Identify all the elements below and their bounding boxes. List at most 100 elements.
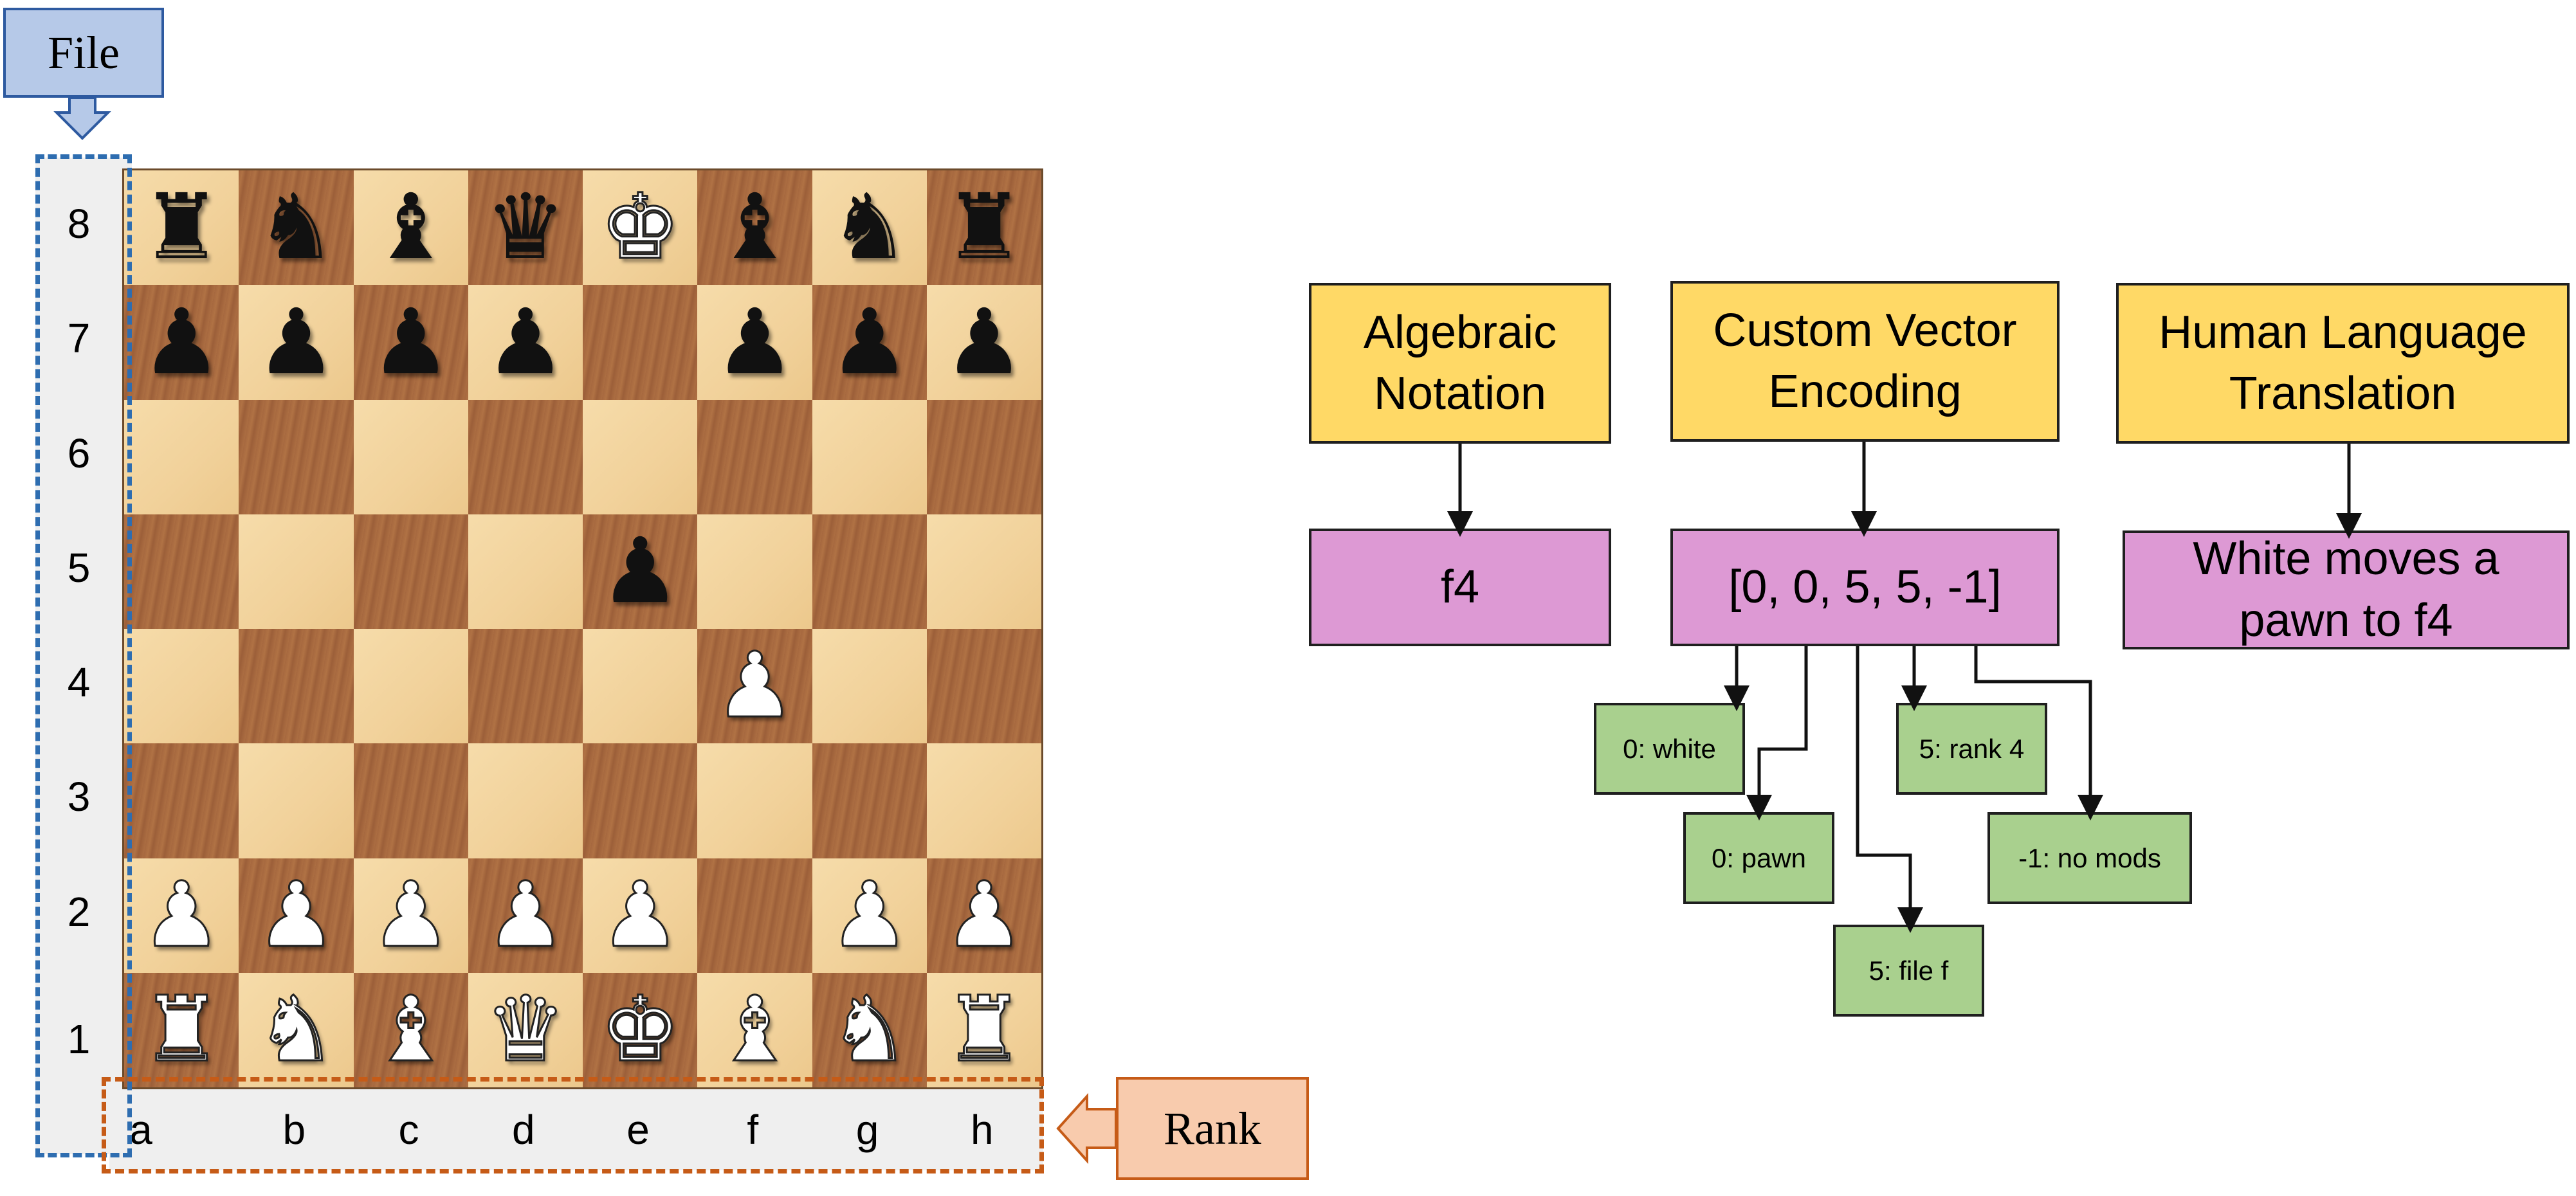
square-a8[interactable]: ♜ bbox=[124, 170, 239, 285]
white-pawn-piece[interactable]: ♟ bbox=[370, 862, 453, 968]
square-e2[interactable]: ♟ bbox=[583, 858, 698, 974]
file-label: h bbox=[970, 1107, 994, 1153]
square-d2[interactable]: ♟ bbox=[468, 858, 583, 974]
black-queen-piece[interactable]: ♛ bbox=[485, 175, 566, 280]
square-b4[interactable] bbox=[239, 629, 354, 744]
square-g8[interactable]: ♞ bbox=[812, 170, 927, 285]
square-a4[interactable] bbox=[124, 629, 239, 744]
white-rook-piece[interactable]: ♜ bbox=[140, 977, 223, 1083]
black-rook-piece[interactable]: ♜ bbox=[141, 175, 223, 280]
square-h8[interactable]: ♜ bbox=[926, 170, 1042, 285]
square-f5[interactable] bbox=[697, 514, 812, 630]
black-pawn-piece[interactable]: ♟ bbox=[714, 289, 796, 395]
white-knight-piece[interactable]: ♞ bbox=[828, 977, 911, 1083]
black-pawn-piece[interactable]: ♟ bbox=[829, 289, 910, 395]
algebraic-notation-value: f4 bbox=[1309, 529, 1611, 646]
square-b2[interactable]: ♟ bbox=[239, 858, 354, 974]
black-bishop-piece[interactable]: ♝ bbox=[714, 175, 796, 280]
white-knight-piece[interactable]: ♞ bbox=[255, 977, 338, 1083]
square-c6[interactable] bbox=[353, 399, 469, 515]
white-pawn-piece[interactable]: ♟ bbox=[943, 862, 1026, 968]
square-d8[interactable]: ♛ bbox=[468, 170, 583, 285]
black-pawn-piece[interactable]: ♟ bbox=[255, 289, 337, 395]
square-e7[interactable] bbox=[583, 285, 698, 400]
square-c1[interactable]: ♝ bbox=[353, 972, 469, 1088]
square-e8[interactable]: ♚ bbox=[583, 170, 698, 285]
square-a3[interactable] bbox=[124, 743, 239, 858]
square-h2[interactable]: ♟ bbox=[926, 858, 1042, 974]
square-b3[interactable] bbox=[239, 743, 354, 858]
white-queen-piece[interactable]: ♛ bbox=[484, 977, 567, 1083]
square-c4[interactable] bbox=[353, 629, 469, 744]
square-e3[interactable] bbox=[583, 743, 698, 858]
square-f4[interactable]: ♟ bbox=[697, 629, 812, 744]
black-bishop-piece[interactable]: ♝ bbox=[370, 175, 452, 280]
square-b8[interactable]: ♞ bbox=[239, 170, 354, 285]
white-bishop-piece[interactable]: ♝ bbox=[370, 977, 453, 1083]
square-g4[interactable] bbox=[812, 629, 927, 744]
black-pawn-piece[interactable]: ♟ bbox=[599, 519, 681, 624]
square-h7[interactable]: ♟ bbox=[926, 285, 1042, 400]
square-e1[interactable]: ♚ bbox=[583, 972, 698, 1088]
square-c5[interactable] bbox=[353, 514, 469, 630]
square-g7[interactable]: ♟ bbox=[812, 285, 927, 400]
black-rook-piece[interactable]: ♜ bbox=[944, 175, 1025, 280]
white-pawn-piece[interactable]: ♟ bbox=[599, 862, 682, 968]
square-g1[interactable]: ♞ bbox=[812, 972, 927, 1088]
black-knight-piece[interactable]: ♞ bbox=[255, 175, 337, 280]
human-header-line-2: Translation bbox=[2229, 368, 2457, 419]
square-f3[interactable] bbox=[697, 743, 812, 858]
square-h1[interactable]: ♜ bbox=[926, 972, 1042, 1088]
square-e5[interactable]: ♟ bbox=[583, 514, 698, 630]
square-f8[interactable]: ♝ bbox=[697, 170, 812, 285]
square-e4[interactable] bbox=[583, 629, 698, 744]
black-pawn-piece[interactable]: ♟ bbox=[485, 289, 566, 395]
square-d3[interactable] bbox=[468, 743, 583, 858]
square-a5[interactable] bbox=[124, 514, 239, 630]
square-a2[interactable]: ♟ bbox=[124, 858, 239, 974]
square-d5[interactable] bbox=[468, 514, 583, 630]
white-pawn-piece[interactable]: ♟ bbox=[484, 862, 567, 968]
black-pawn-piece[interactable]: ♟ bbox=[944, 289, 1025, 395]
white-rook-piece[interactable]: ♜ bbox=[943, 977, 1026, 1083]
square-e6[interactable] bbox=[583, 399, 698, 515]
white-king-piece[interactable]: ♚ bbox=[599, 175, 682, 280]
square-b6[interactable] bbox=[239, 399, 354, 515]
square-c3[interactable] bbox=[353, 743, 469, 858]
black-knight-piece[interactable]: ♞ bbox=[829, 175, 910, 280]
square-d7[interactable]: ♟ bbox=[468, 285, 583, 400]
square-f6[interactable] bbox=[697, 399, 812, 515]
square-c2[interactable]: ♟ bbox=[353, 858, 469, 974]
square-f7[interactable]: ♟ bbox=[697, 285, 812, 400]
square-a7[interactable]: ♟ bbox=[124, 285, 239, 400]
square-f1[interactable]: ♝ bbox=[697, 972, 812, 1088]
square-h4[interactable] bbox=[926, 629, 1042, 744]
white-pawn-piece[interactable]: ♟ bbox=[140, 862, 223, 968]
square-d6[interactable] bbox=[468, 399, 583, 515]
square-b7[interactable]: ♟ bbox=[239, 285, 354, 400]
square-g3[interactable] bbox=[812, 743, 927, 858]
white-king-piece[interactable]: ♚ bbox=[599, 977, 682, 1083]
black-pawn-piece[interactable]: ♟ bbox=[370, 289, 452, 395]
square-f2[interactable] bbox=[697, 858, 812, 974]
black-pawn-piece[interactable]: ♟ bbox=[141, 289, 223, 395]
square-c8[interactable]: ♝ bbox=[353, 170, 469, 285]
square-h5[interactable] bbox=[926, 514, 1042, 630]
square-b1[interactable]: ♞ bbox=[239, 972, 354, 1088]
square-g2[interactable]: ♟ bbox=[812, 858, 927, 974]
square-c7[interactable]: ♟ bbox=[353, 285, 469, 400]
square-g6[interactable] bbox=[812, 399, 927, 515]
square-h6[interactable] bbox=[926, 399, 1042, 515]
white-pawn-piece[interactable]: ♟ bbox=[828, 862, 911, 968]
white-pawn-piece[interactable]: ♟ bbox=[713, 633, 796, 739]
square-a6[interactable] bbox=[124, 399, 239, 515]
square-d1[interactable]: ♛ bbox=[468, 972, 583, 1088]
square-b5[interactable] bbox=[239, 514, 354, 630]
white-pawn-piece[interactable]: ♟ bbox=[255, 862, 338, 968]
square-g5[interactable] bbox=[812, 514, 927, 630]
square-d4[interactable] bbox=[468, 629, 583, 744]
square-a1[interactable]: ♜ bbox=[124, 972, 239, 1088]
white-bishop-piece[interactable]: ♝ bbox=[713, 977, 796, 1083]
rank-callout: Rank bbox=[1116, 1077, 1309, 1180]
square-h3[interactable] bbox=[926, 743, 1042, 858]
